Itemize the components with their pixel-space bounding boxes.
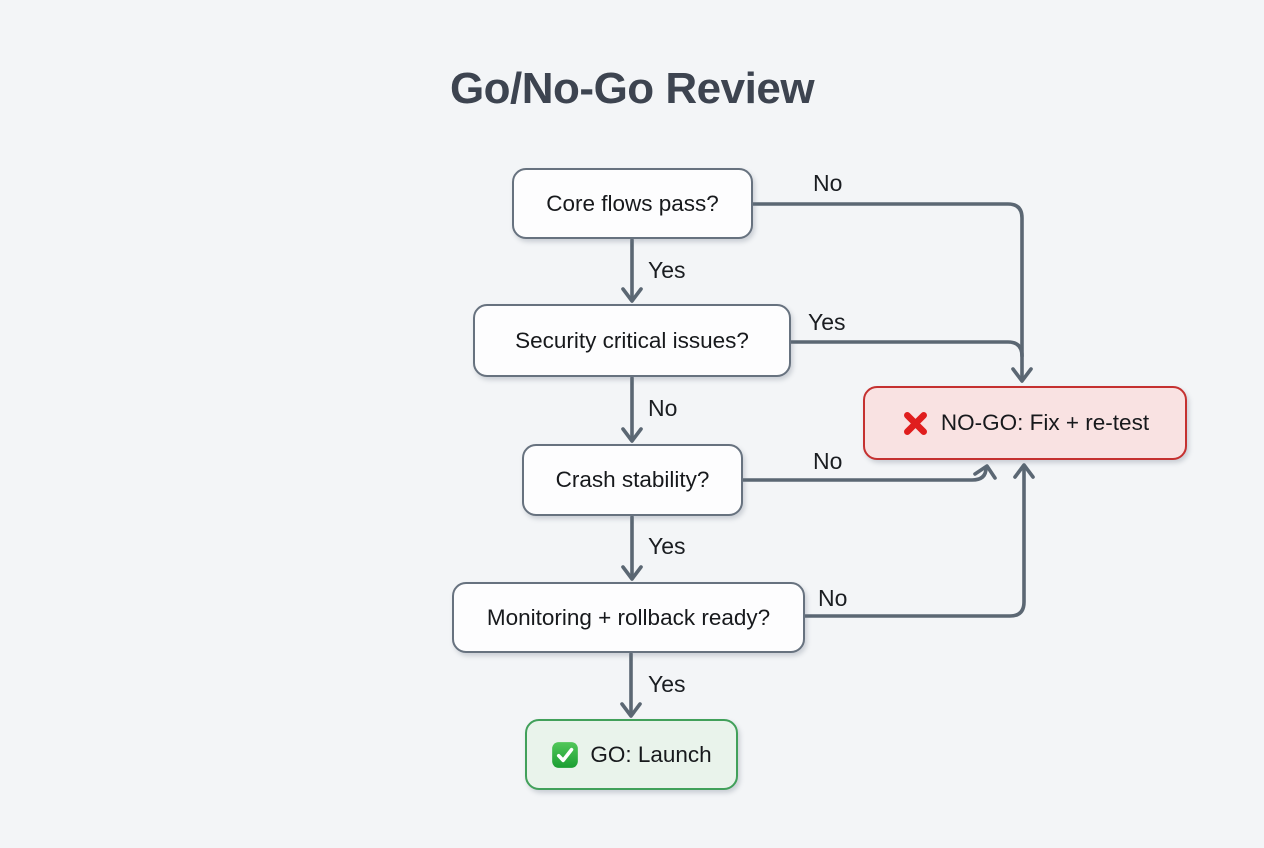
edge-security-to-nogo-line xyxy=(789,340,1024,358)
page-title: Go/No-Go Review xyxy=(449,64,815,113)
node-go-outcome: GO: Launch xyxy=(525,719,738,790)
edge-core-to-nogo-arrowhead xyxy=(1011,367,1033,383)
edge-label-core-no: No xyxy=(813,170,843,196)
edge-label-security-no: No xyxy=(648,395,678,421)
node-monitoring-rollback: Monitoring + rollback ready? xyxy=(452,582,805,653)
node-nogo-label: NO-GO: Fix + re-test xyxy=(940,410,1150,435)
node-security-issues-label: Security critical issues? xyxy=(515,327,749,353)
node-nogo-outcome: NO-GO: Fix + re-test xyxy=(863,386,1187,460)
node-monitoring-rollback-label: Monitoring + rollback ready? xyxy=(486,604,771,630)
edge-label-security-yes: Yes xyxy=(808,309,846,335)
edge-monitoring-to-nogo-line xyxy=(803,467,1026,618)
node-crash-stability-label: Crash stability? xyxy=(555,467,710,492)
edge-monitoring-to-nogo-arrowhead xyxy=(1013,463,1035,479)
edge-label-monitoring-no: No xyxy=(818,585,848,611)
node-security-issues: Security critical issues? xyxy=(473,304,791,377)
edge-core-to-nogo-line xyxy=(751,202,1024,379)
edge-label-monitoring-yes: Yes xyxy=(648,671,686,697)
red-cross-icon xyxy=(901,409,930,438)
edge-label-crash-yes: Yes xyxy=(648,533,686,559)
edge-label-core-yes: Yes xyxy=(648,257,686,283)
edge-monitoring-to-go-arrowhead xyxy=(620,702,642,718)
edge-crash-to-monitoring-arrowhead xyxy=(621,565,643,581)
node-core-flows-label: Core flows pass? xyxy=(546,190,719,216)
node-crash-stability: Crash stability? xyxy=(522,444,743,516)
node-go-label: GO: Launch xyxy=(590,741,712,767)
edge-crash-to-nogo-arrowhead xyxy=(973,464,997,480)
edge-crash-to-nogo-line xyxy=(741,466,988,482)
edge-security-to-crash-arrowhead xyxy=(621,427,643,443)
node-core-flows: Core flows pass? xyxy=(512,168,753,239)
green-check-icon xyxy=(551,741,579,769)
edge-label-crash-no: No xyxy=(813,448,843,474)
edge-core-to-security-arrowhead xyxy=(621,287,643,303)
